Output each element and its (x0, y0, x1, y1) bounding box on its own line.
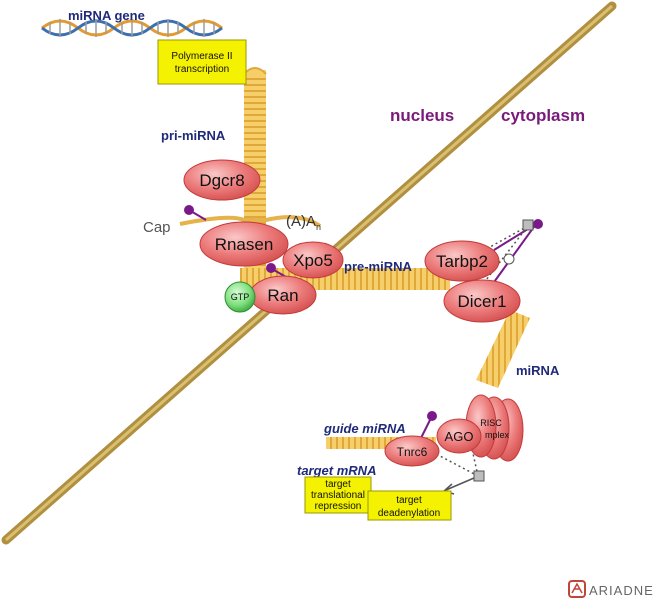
pri-mirna-label: pri-miRNA (161, 128, 226, 143)
risc-line2: mplex (485, 430, 510, 440)
pri-mirna-loop (243, 67, 267, 75)
tarbp2-dicer1-complex-node (522, 219, 534, 231)
polya-subscript: n (316, 222, 321, 232)
dicer1-protein (443, 279, 521, 323)
gtp-molecule (224, 281, 256, 313)
nucleus-label: nucleus (390, 106, 454, 125)
rnasen-protein (199, 221, 289, 267)
translational-repression-note (304, 476, 372, 514)
ago-protein (436, 418, 482, 454)
transl-line1: target (325, 479, 351, 490)
risc-line1: RISC (480, 418, 502, 428)
dgcr8-rnasen-node (184, 205, 194, 215)
tarbp2-dicer1-node (533, 219, 543, 229)
dgcr8-protein (183, 159, 261, 201)
transl-line3: repression (315, 501, 362, 512)
gtp-label: GTP (231, 292, 250, 302)
tnrc6-protein (384, 435, 440, 467)
guide-mirna-label: guide miRNA (323, 421, 406, 436)
ran-label: Ran (267, 286, 298, 305)
cap-label: Cap (143, 219, 171, 236)
dead-line1: target (396, 495, 422, 506)
polymerase-ii-note (157, 39, 247, 85)
tnrc6-label: Tnrc6 (397, 445, 428, 459)
tarbp2-protein (424, 240, 500, 282)
ariadne-logo-text: ARIADNE (589, 583, 654, 598)
dotted-edge-tnrc6-complex (439, 455, 479, 477)
transl-line2: translational (311, 490, 365, 501)
cytoplasm-label: cytoplasm (501, 106, 585, 125)
ago-tnrc6-node (427, 411, 437, 421)
xpo5-ran-node (266, 263, 276, 273)
mirna-gene-label: miRNA gene (68, 8, 145, 23)
pri-mirna-flank (179, 215, 322, 228)
polya-text: (A)A (286, 213, 316, 230)
ago-label: AGO (445, 429, 474, 444)
dead-line2: deadenylation (378, 508, 440, 519)
complex-plus-icon (503, 253, 515, 265)
xpo5-label: Xpo5 (293, 251, 333, 270)
dgcr8-label: Dgcr8 (199, 171, 244, 190)
mirna-duplex (476, 310, 530, 388)
risc-complex-node (473, 470, 485, 482)
pre-mirna-label: pre-miRNA (344, 259, 413, 274)
ariadne-logo: ARIADNE (568, 580, 654, 598)
dna-helix-icon (41, 19, 223, 37)
tarbp2-label: Tarbp2 (436, 252, 488, 271)
dicer1-label: Dicer1 (457, 292, 506, 311)
rnasen-label: Rnasen (215, 235, 274, 254)
target-mrna-label: target mRNA (297, 463, 376, 478)
polya-label: (A)An (286, 213, 321, 232)
ariadne-logo-icon (568, 580, 586, 598)
pol2-line1: Polymerase II (171, 51, 232, 62)
pol2-line2: transcription (175, 64, 229, 75)
xpo5-protein (282, 241, 344, 279)
deadenylation-note (367, 490, 452, 521)
mirna-label: miRNA (516, 363, 560, 378)
